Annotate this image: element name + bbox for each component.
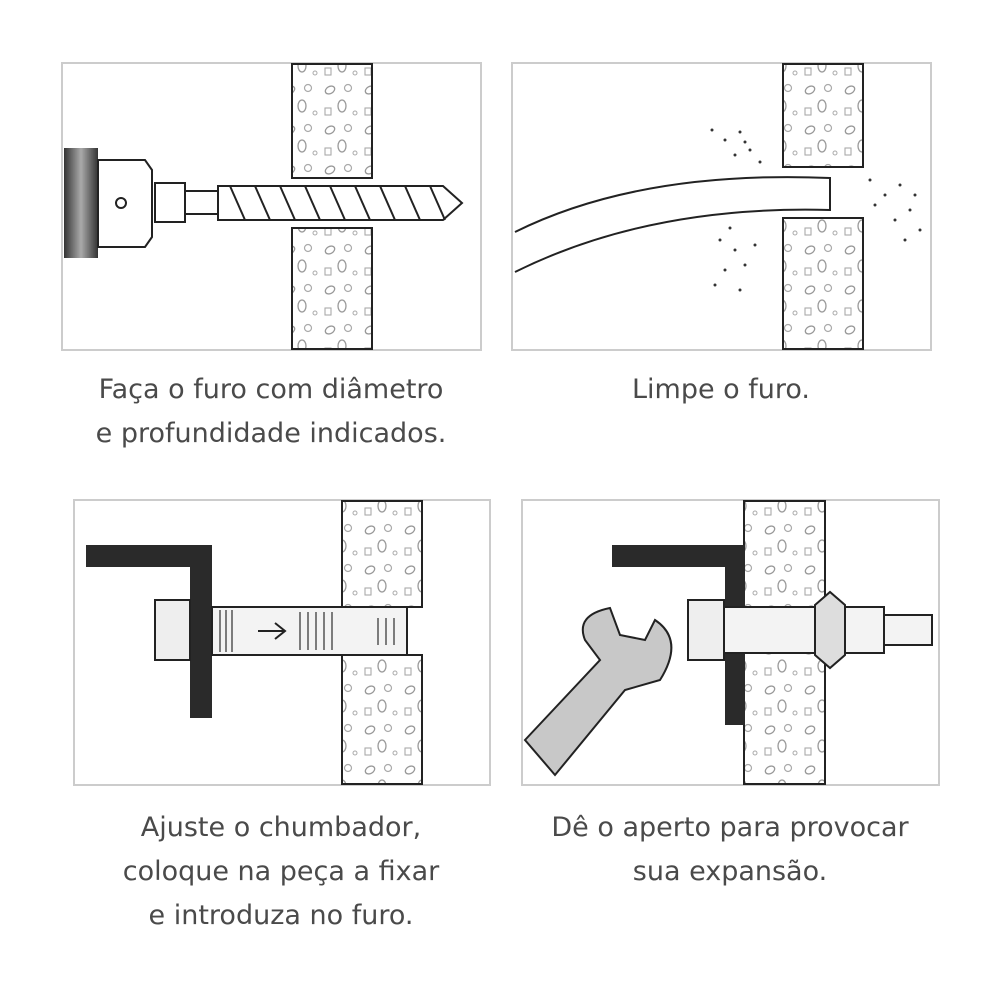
anchor-bolt-icon xyxy=(723,606,885,654)
panel-insert xyxy=(73,499,491,786)
step-3-caption: Ajuste o chumbador, coloque na peça a fi… xyxy=(123,806,440,938)
caption-line: Faça o furo com diâmetro xyxy=(98,374,444,405)
caption-line: sua expansão. xyxy=(632,856,828,887)
blower-tube-icon xyxy=(514,176,831,273)
panel-drill xyxy=(61,62,482,351)
panel-tighten xyxy=(521,499,940,786)
panel-clean xyxy=(511,62,932,351)
anchor-bolt-icon xyxy=(211,606,408,656)
fixture-plate-icon xyxy=(86,545,212,718)
drill-body-icon xyxy=(64,148,98,258)
caption-line: coloque na peça a fixar xyxy=(122,856,440,887)
caption-line: Dê o aperto para provocar xyxy=(551,812,909,843)
step-2-caption: Limpe o furo. xyxy=(632,368,810,412)
dust-icon xyxy=(710,128,922,292)
drill-bit-icon xyxy=(217,185,464,221)
caption-line: e profundidade indicados. xyxy=(95,418,447,449)
nut-icon xyxy=(687,599,725,661)
fixture-plate-icon xyxy=(612,545,745,725)
caption-line: Ajuste o chumbador, xyxy=(140,812,422,843)
wrench-icon xyxy=(523,606,673,777)
step-1-caption: Faça o furo com diâmetro e profundidade … xyxy=(96,368,447,456)
caption-line: e introduza no furo. xyxy=(148,900,414,931)
nut-icon xyxy=(154,599,191,661)
step-4-caption: Dê o aperto para provocar sua expansão. xyxy=(551,806,908,894)
caption-line: Limpe o furo. xyxy=(631,374,811,405)
